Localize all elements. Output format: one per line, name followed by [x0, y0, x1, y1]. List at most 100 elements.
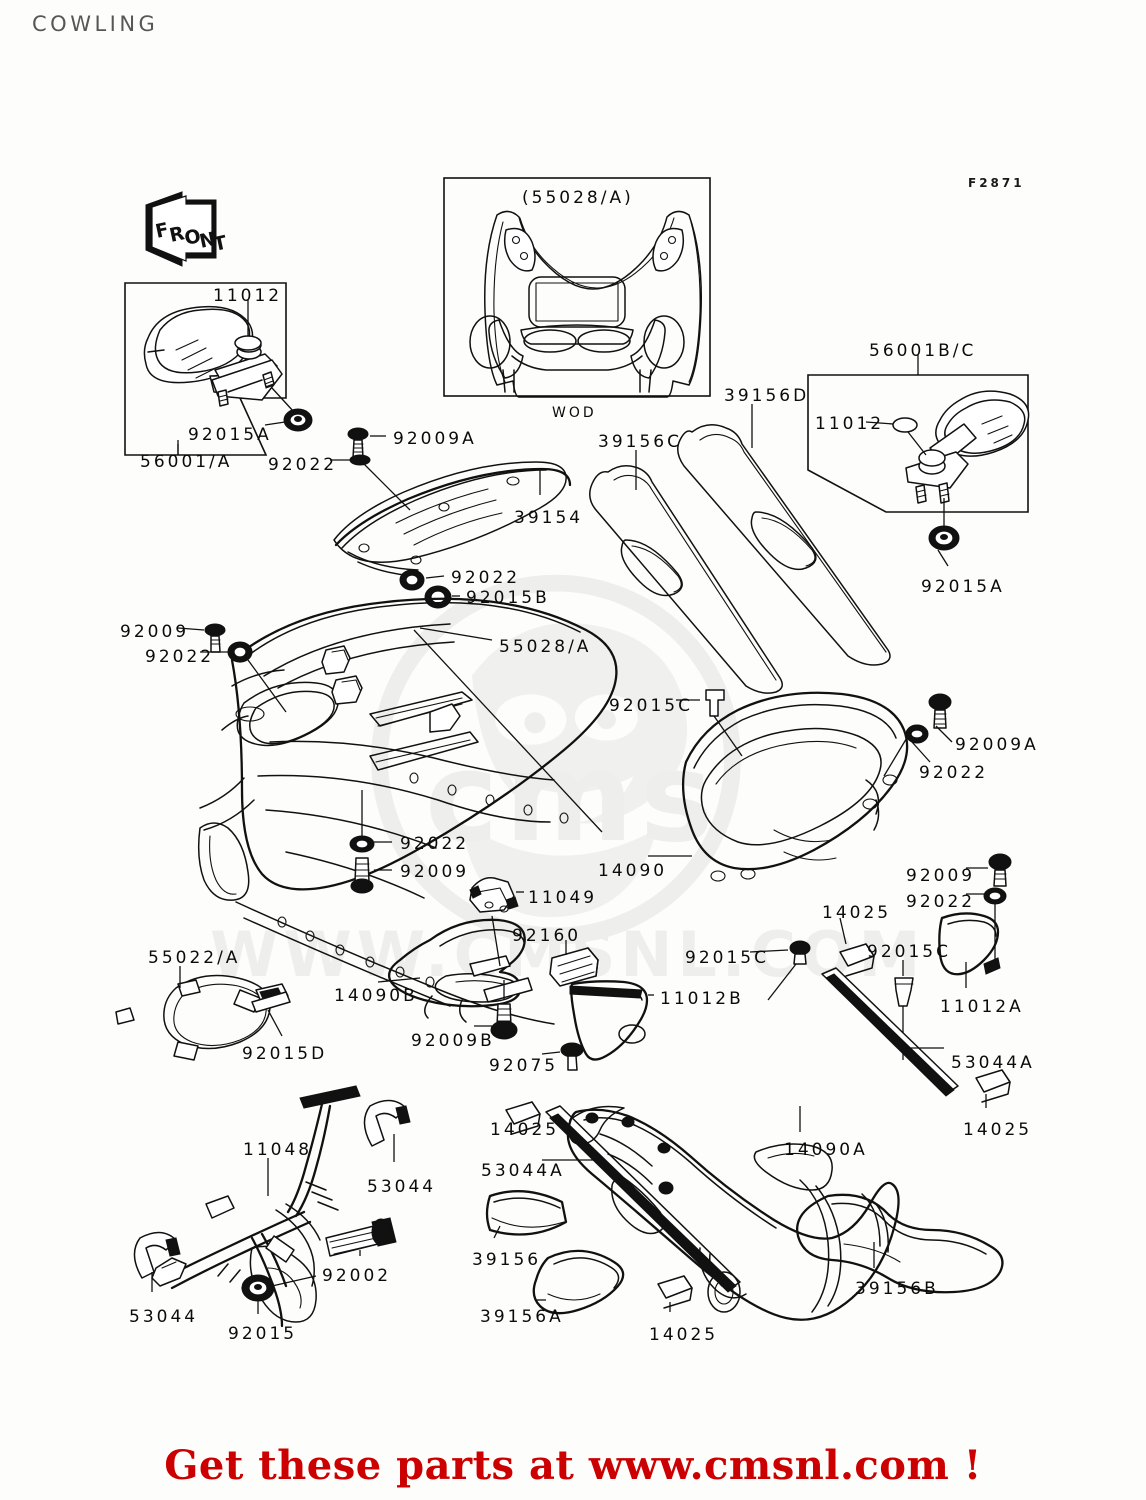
callout-92022-upper-left: 92022: [268, 455, 338, 475]
screw-92009b: [490, 1003, 518, 1040]
callout-14090b: 14090B: [334, 986, 418, 1006]
bracket-11049: [469, 876, 519, 913]
trim-strip-53044a-right: [821, 967, 959, 1097]
upper-cowling-55028a: [177, 597, 618, 1025]
callout-14090a: 14090A: [784, 1140, 868, 1160]
callout-92015c-lower: 92015C: [685, 948, 769, 968]
callout-39156c: 39156C: [598, 432, 682, 452]
callout-92022-lower: 92022: [400, 834, 470, 854]
callout-11012-left-mirror: 11012: [213, 286, 283, 306]
callout-56001bc-right-mirror-assy: 56001B/C: [869, 341, 977, 361]
callout-92075: 92075: [489, 1056, 559, 1076]
callout-11012-right-mirror: 11012: [815, 414, 885, 434]
svg-text:N: N: [197, 228, 217, 253]
callout-39156b-pad: 39156B: [855, 1279, 939, 1299]
clamp-92160: [549, 940, 599, 987]
duct-11012b: [569, 980, 654, 1061]
svg-text:F: F: [153, 219, 170, 243]
callout-11012b: 11012B: [660, 989, 744, 1009]
callout-92022-mid: 92022: [451, 568, 521, 588]
callout-92015b: 92015B: [466, 588, 550, 608]
washer-92022-bottom: [349, 835, 375, 853]
clip-92015c-inner: [705, 689, 725, 717]
bushing-92015b: [424, 585, 452, 609]
callout-92002-bolt: 92002: [322, 1266, 392, 1286]
clip-92015c-lower: [749, 940, 811, 1001]
windshield-39154: [330, 427, 572, 609]
svg-text:T: T: [211, 232, 228, 256]
callout-11048-stay: 11048: [243, 1140, 313, 1160]
screen-bracket-55022a: [115, 966, 291, 1061]
duct-11012a: [938, 853, 1012, 988]
left-mirror-inset-box: [124, 282, 313, 456]
callout-92009b: 92009B: [411, 1031, 495, 1051]
callout-92009-lower: 92009: [400, 862, 470, 882]
side-panel-39156c: [589, 465, 783, 694]
callout-53044a-center: 53044A: [481, 1161, 565, 1181]
callout-39156-pad: 39156: [472, 1250, 542, 1270]
screw-92009-11012a: [988, 853, 1012, 887]
callout-92015c-right: 92015C: [867, 942, 951, 962]
washer-92022-mid: [399, 569, 425, 591]
pad-14025-bottom: [657, 1275, 693, 1312]
nut-92015: [241, 1274, 275, 1302]
callout-92022-right: 92022: [919, 763, 989, 783]
inner-cowling-14090: [648, 689, 953, 882]
screw-92009a-inner: [928, 693, 952, 729]
callout-53044a-right: 53044A: [951, 1053, 1035, 1073]
washer-92022-top: [349, 454, 371, 466]
callout-11049-bracket: 11049: [528, 888, 598, 908]
figure-code: F2871: [968, 176, 1025, 190]
callout-14025-bottom: 14025: [649, 1325, 719, 1345]
callout-92015c-inner: 92015C: [609, 696, 693, 716]
callout-39156a-pad: 39156A: [480, 1307, 564, 1327]
washer-92022-11012a: [983, 887, 1007, 905]
upper-cowling-front-view-inset: [443, 177, 711, 398]
inset-caption-55028a: (55028/A): [522, 188, 634, 208]
damper-92075: [560, 1042, 584, 1071]
callout-56001a-left-mirror-assy: 56001/A: [140, 452, 233, 472]
washer-92022-inner: [905, 724, 929, 744]
callout-39156d: 39156D: [724, 386, 810, 406]
callout-92022-left: 92022: [145, 647, 215, 667]
page-title: COWLING: [32, 12, 159, 36]
side-panel-39156d: [677, 404, 891, 666]
washer-92022-left: [227, 641, 253, 663]
footer-promo-text: Get these parts at www.cmsnl.com !: [164, 1442, 982, 1489]
inset-note-wod: WOD: [552, 405, 597, 421]
pad-14025-center: [505, 1101, 541, 1135]
callout-92015a-left: 92015A: [188, 425, 272, 445]
trim-strip-53044a-center: [542, 1105, 741, 1293]
clip-92015d: [251, 983, 291, 1013]
callout-92009-left: 92009: [120, 622, 190, 642]
callout-92022-far-right: 92022: [906, 892, 976, 912]
cowling-stay-11048: [133, 1085, 411, 1328]
callout-92160-clamp: 92160: [512, 926, 582, 946]
right-mirror-inset-box: [807, 355, 1030, 567]
callout-55028a-upper-cowling: 55028/A: [499, 637, 592, 657]
clip-53044-upper: [363, 1099, 411, 1147]
callout-53044-lower: 53044: [129, 1307, 199, 1327]
pad-14025-upper-right: [839, 917, 875, 977]
nut-92015a-left: [283, 408, 313, 432]
svg-text:R: R: [167, 222, 186, 247]
lower-inner-panel-14090b: [377, 876, 584, 1071]
callout-92009a-right: 92009A: [955, 735, 1039, 755]
screw-92009a-top: [347, 427, 369, 459]
callout-14090-inner-cowling: 14090: [598, 861, 668, 881]
callout-55022a-screen-bracket: 55022/A: [148, 948, 241, 968]
pad-39156: [485, 1190, 568, 1239]
front-direction-arrow: F R O N T: [145, 191, 229, 267]
pad-39156b: [796, 1193, 1004, 1294]
svg-text:O: O: [182, 225, 202, 250]
callout-14025-right: 14025: [963, 1120, 1033, 1140]
pad-14025-mid-right: [975, 1069, 1011, 1108]
bolt-92002: [325, 1217, 397, 1257]
callout-92015a-right: 92015A: [921, 577, 1005, 597]
clip-53044-lower: [133, 1231, 181, 1279]
callout-92009a-upper: 92009A: [393, 429, 477, 449]
callout-39154-windshield: 39154: [514, 508, 584, 528]
callout-14025-upper-right: 14025: [822, 903, 892, 923]
